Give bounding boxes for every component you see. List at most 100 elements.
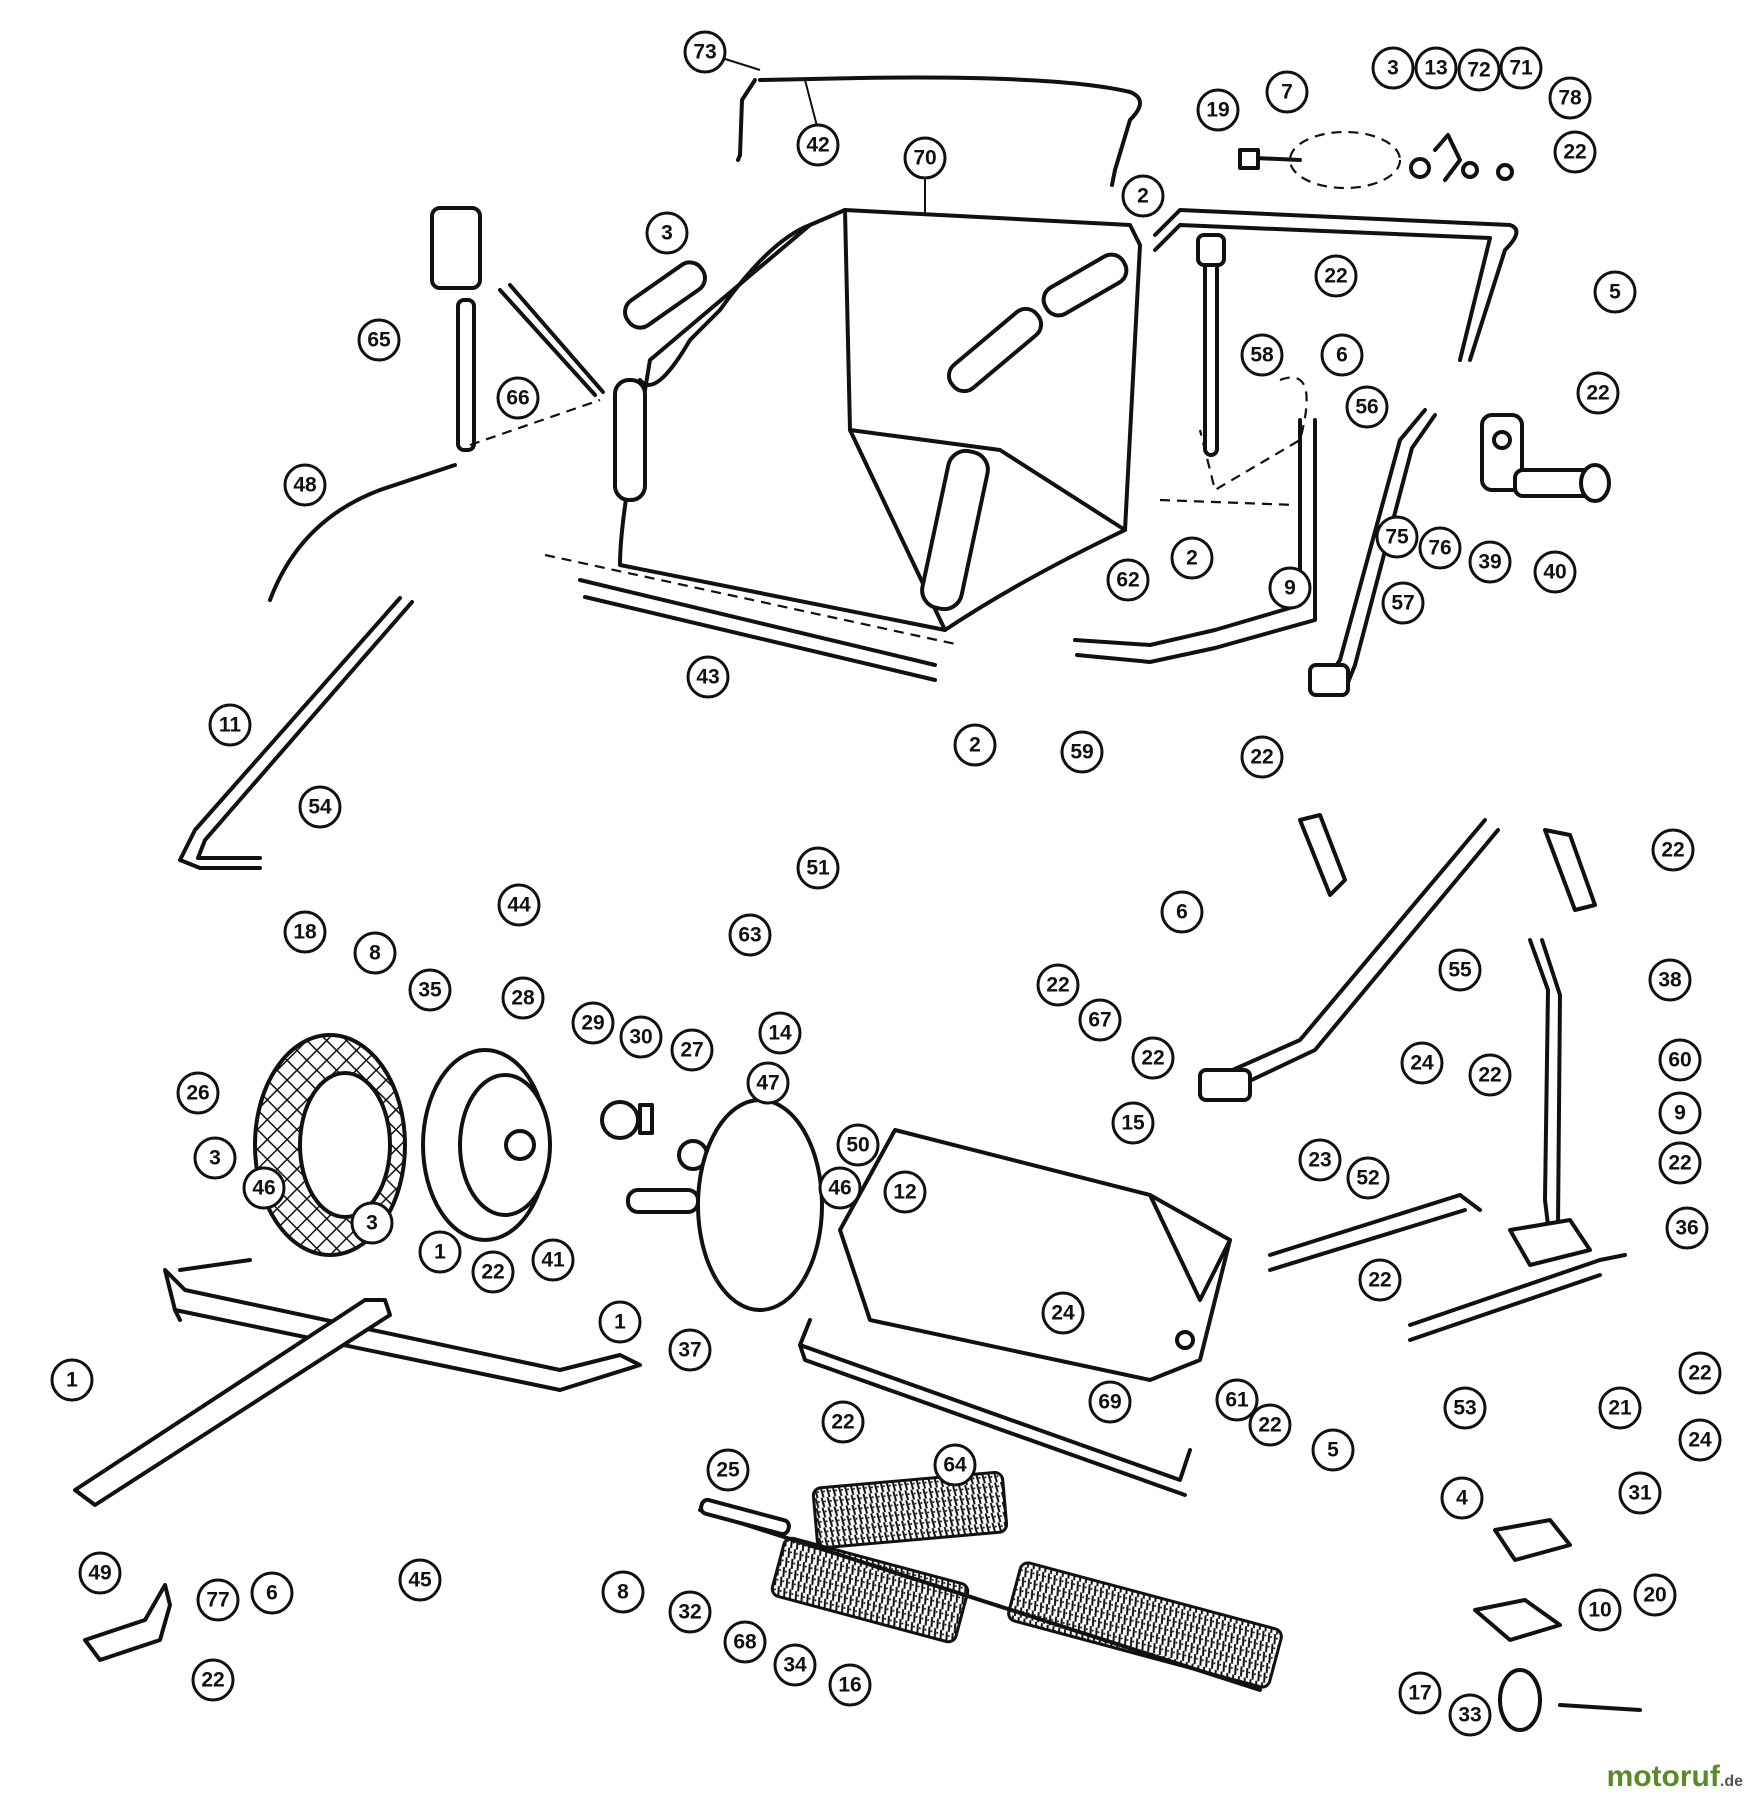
svg-text:73: 73 [693, 41, 716, 64]
svg-text:32: 32 [678, 1601, 701, 1624]
main-hood [838, 1128, 1232, 1382]
adjust-arm [1308, 408, 1437, 697]
callout-29: 29 [571, 1001, 615, 1045]
callout-24-b: 24 [1041, 1291, 1085, 1335]
callout-1-c: 1 [50, 1358, 94, 1402]
callout-22-b: 22 [1314, 254, 1358, 298]
svg-text:39: 39 [1478, 551, 1501, 574]
callout-22-g: 22 [1131, 1036, 1175, 1080]
callout-46-a: 46 [242, 1166, 286, 1210]
svg-text:70: 70 [913, 147, 936, 170]
svg-text:71: 71 [1509, 57, 1533, 80]
svg-text:30: 30 [629, 1026, 652, 1049]
callout-24-a: 24 [1400, 1041, 1444, 1085]
svg-text:5: 5 [1327, 1439, 1339, 1462]
svg-text:51: 51 [806, 857, 830, 880]
callout-5-a: 5 [1593, 270, 1637, 314]
callout-48: 48 [283, 463, 327, 507]
callout-54: 54 [298, 785, 342, 829]
callout-44: 44 [497, 883, 541, 927]
callout-41: 41 [531, 1238, 575, 1282]
callout-75: 75 [1375, 515, 1419, 559]
callout-8-b: 8 [601, 1570, 645, 1614]
callout-25: 25 [706, 1448, 750, 1492]
svg-text:9: 9 [1284, 577, 1296, 600]
svg-text:1: 1 [66, 1369, 78, 1392]
callout-36: 36 [1665, 1206, 1709, 1250]
svg-text:11: 11 [219, 714, 242, 737]
svg-text:54: 54 [308, 796, 332, 819]
svg-text:3: 3 [209, 1147, 221, 1170]
gear-parts [600, 1100, 709, 1171]
side-bracket-left [430, 206, 605, 452]
callout-34: 34 [773, 1643, 817, 1687]
svg-text:1: 1 [614, 1311, 626, 1334]
callout-22-j: 22 [1358, 1258, 1402, 1302]
callout-22-i: 22 [1658, 1141, 1702, 1185]
callout-60: 60 [1658, 1038, 1702, 1082]
callout-13: 13 [1414, 46, 1458, 90]
callout-22-k: 22 [1678, 1351, 1722, 1395]
callout-12: 12 [883, 1170, 927, 1214]
callout-6-b: 6 [1160, 890, 1204, 934]
callout-40: 40 [1533, 550, 1577, 594]
svg-text:38: 38 [1658, 969, 1682, 992]
svg-text:24: 24 [1051, 1302, 1075, 1325]
callout-32: 32 [668, 1590, 712, 1634]
svg-text:78: 78 [1558, 87, 1582, 110]
callout-62: 62 [1106, 558, 1150, 602]
callout-22-n: 22 [821, 1400, 865, 1444]
callout-27: 27 [670, 1028, 714, 1072]
svg-text:59: 59 [1070, 741, 1093, 764]
callout-7: 7 [1265, 70, 1309, 114]
svg-text:75: 75 [1385, 526, 1409, 549]
svg-text:7: 7 [1281, 81, 1293, 104]
svg-text:49: 49 [88, 1562, 111, 1585]
callout-6-c: 6 [250, 1571, 294, 1615]
callout-2-b: 2 [1170, 536, 1214, 580]
callout-17: 17 [1398, 1671, 1442, 1715]
svg-text:24: 24 [1410, 1052, 1434, 1075]
callout-10: 10 [1578, 1588, 1622, 1632]
svg-text:50: 50 [846, 1134, 869, 1157]
svg-text:27: 27 [680, 1039, 703, 1062]
side-frame-left [163, 1258, 642, 1392]
svg-text:6: 6 [1336, 344, 1348, 367]
callout-3-d: 3 [350, 1201, 394, 1245]
callout-24-c: 24 [1678, 1418, 1722, 1462]
axle-shaft [626, 1188, 700, 1214]
callout-45: 45 [398, 1558, 442, 1602]
svg-text:3: 3 [366, 1212, 378, 1235]
svg-text:46: 46 [252, 1177, 275, 1200]
callout-38: 38 [1648, 958, 1692, 1002]
callout-22-h: 22 [1468, 1053, 1512, 1097]
pivot-pin [1513, 463, 1611, 503]
svg-text:36: 36 [1675, 1217, 1698, 1240]
svg-text:69: 69 [1098, 1391, 1121, 1414]
svg-text:53: 53 [1453, 1397, 1476, 1420]
watermark-brand: motoruf [1606, 1760, 1720, 1793]
svg-text:14: 14 [768, 1022, 792, 1045]
callout-3-c: 3 [193, 1136, 237, 1180]
svg-text:19: 19 [1206, 99, 1229, 122]
callout-21: 21 [1598, 1386, 1642, 1430]
svg-text:23: 23 [1308, 1149, 1331, 1172]
callout-59: 59 [1060, 730, 1104, 774]
catcher-bag [613, 208, 1142, 632]
svg-text:68: 68 [733, 1631, 757, 1654]
handle-lower [1198, 818, 1500, 1102]
callout-22-m: 22 [1248, 1403, 1292, 1447]
callout-53: 53 [1443, 1386, 1487, 1430]
watermark-suffix: .de [1719, 1773, 1743, 1790]
callout-3-a: 3 [1371, 46, 1415, 90]
svg-text:6: 6 [266, 1582, 278, 1605]
callout-1-a: 1 [418, 1230, 462, 1274]
callout-1-b: 1 [598, 1300, 642, 1344]
callout-51: 51 [796, 846, 840, 890]
svg-text:31: 31 [1628, 1482, 1652, 1505]
handle-grip-bar [1153, 208, 1519, 362]
svg-text:22: 22 [1478, 1064, 1501, 1087]
callout-73: 73 [683, 30, 761, 74]
brush-shaft [699, 1497, 791, 1537]
svg-text:63: 63 [738, 924, 761, 947]
